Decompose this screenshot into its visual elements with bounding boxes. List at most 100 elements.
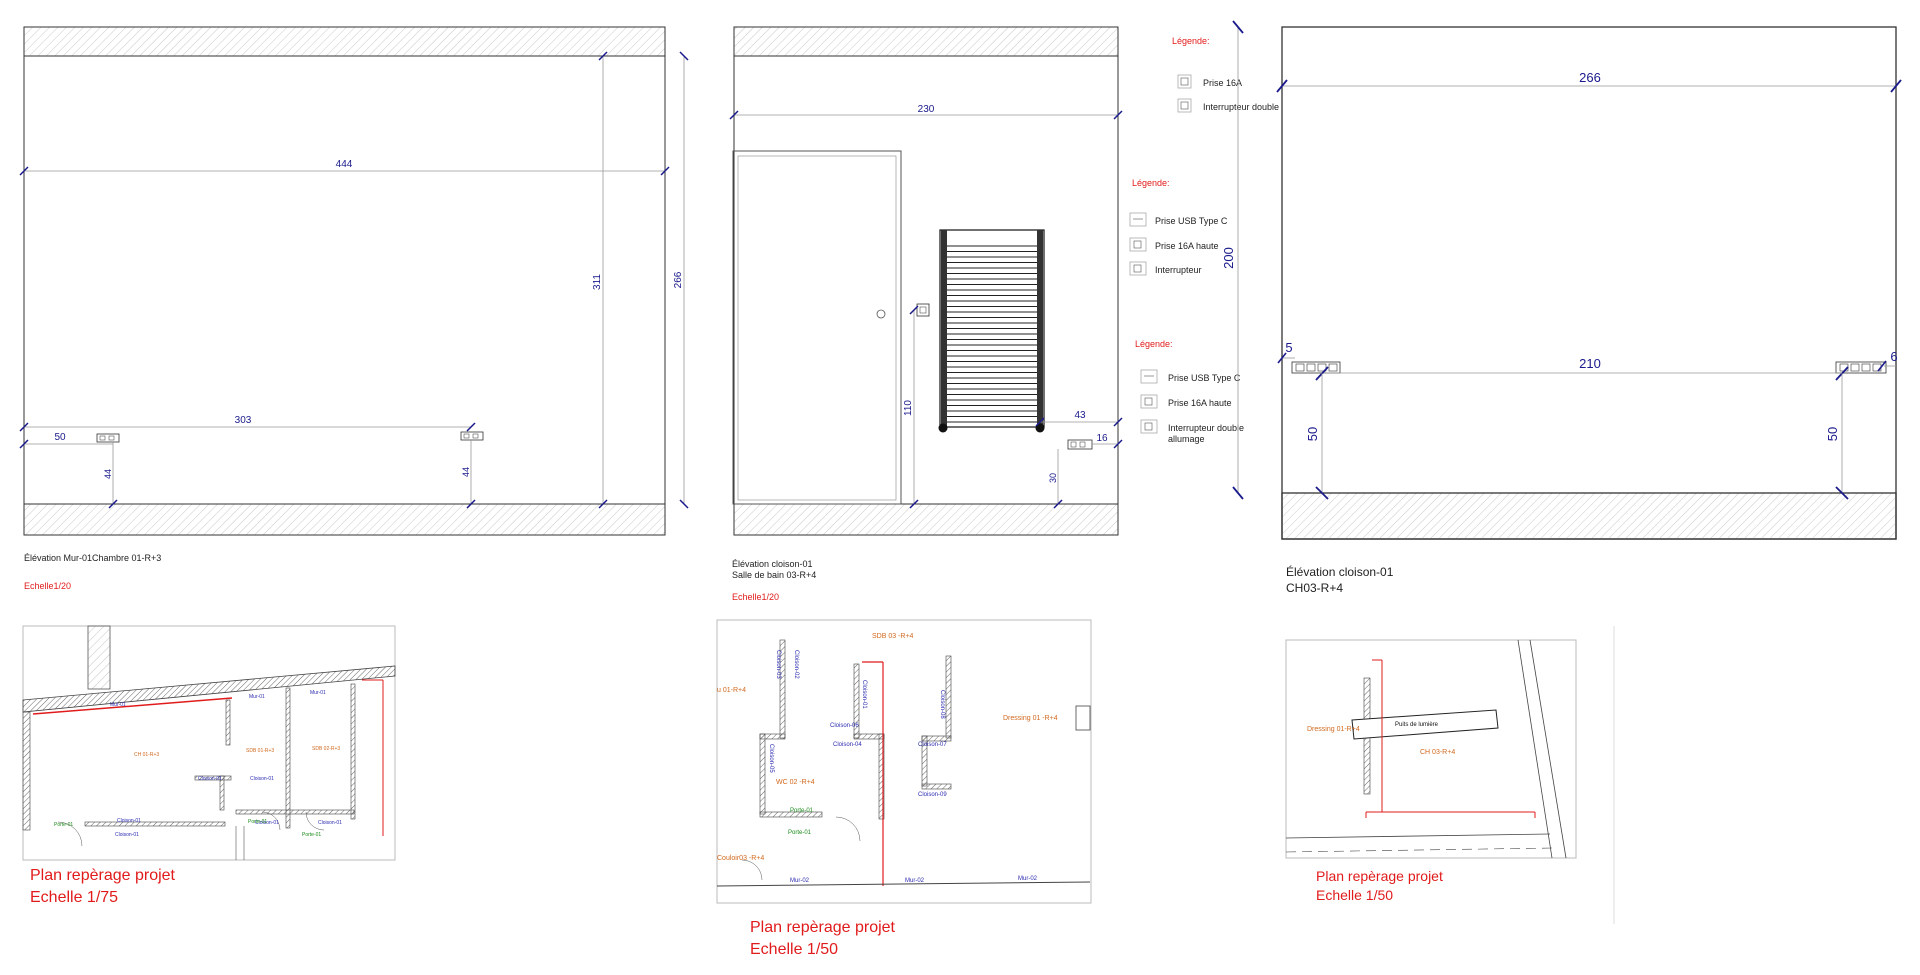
door <box>732 150 902 505</box>
socket-icon <box>1177 74 1192 89</box>
legend-a-item-2: Interrupteur double <box>1203 102 1279 112</box>
plan1-porte-c: Porte-01 <box>302 832 321 838</box>
dim-210: 210 <box>1579 356 1601 371</box>
socket-icon <box>1140 394 1158 409</box>
plan2-c01: Cloison-01 <box>861 680 867 709</box>
socket-icon <box>1129 237 1147 252</box>
dim-230: 230 <box>918 104 935 115</box>
plan3-dressing: Dressing 01-R+4 <box>1307 726 1360 733</box>
scale-label-1: Echelle1/20 <box>24 581 71 591</box>
legend-c-title: Légende: <box>1135 339 1173 349</box>
plan3-puits: Puits de lumière <box>1395 722 1439 728</box>
plan2-porte-a: Porte-01 <box>790 808 814 814</box>
door-handle-icon <box>876 309 886 319</box>
legend-c-item-4: allumage <box>1168 434 1205 444</box>
plan1-room-a: CH 01-R+3 <box>134 752 159 758</box>
legend-b-item-3: Interrupteur <box>1155 265 1202 275</box>
plan1-c5: Cloison-01 <box>255 820 279 826</box>
plan-scale-3: Echelle 1/50 <box>1316 887 1393 903</box>
legend-b-item-1: Prise USB Type C <box>1155 216 1228 226</box>
elevation-panel-3: 266 200 5 6 210 <box>1221 20 1902 595</box>
plan1-mur-a: Mur-01 <box>110 702 126 708</box>
switch-icon <box>916 303 930 317</box>
plan2-porte-b: Porte-01 <box>788 830 812 836</box>
legend-c-item-1: Prise USB Type C <box>1168 373 1241 383</box>
dim-444: 444 <box>336 159 353 170</box>
elevation-caption-3b: CH03-R+4 <box>1286 581 1343 595</box>
legend-c-item-2: Prise 16A haute <box>1168 398 1232 408</box>
elevation-caption-1: Élévation Mur-01Chambre 01-R+3 <box>24 553 161 563</box>
plan3-ch: CH 03-R+4 <box>1420 749 1455 756</box>
legend-a-title: Légende: <box>1172 36 1210 46</box>
plan1-c4: Cloison-01 <box>115 832 139 838</box>
plan2-sdb: SDB 03 -R+4 <box>872 633 914 640</box>
double-switch-icon <box>1177 98 1192 113</box>
dim-303: 303 <box>235 415 252 426</box>
dim-50-right-p3: 50 <box>1825 427 1840 441</box>
legend-c: Légende: Prise USB Type C Prise 16A haut… <box>1135 339 1244 444</box>
location-plan-2: SDB 03 -R+4 u 01-R+4 Dressing 01 -R+4 WC… <box>716 619 1092 958</box>
legend-b: Légende: Prise USB Type C Prise 16A haut… <box>1129 178 1228 276</box>
plan1-mur-c: Mur-01 <box>310 690 326 696</box>
plan-scale-2: Echelle 1/50 <box>750 941 838 958</box>
plan1-c3: Cloison-01 <box>117 818 141 824</box>
dim-43: 43 <box>1074 410 1086 421</box>
dim-16: 16 <box>1096 433 1108 444</box>
plan1-c6: Cloison-01 <box>318 820 342 826</box>
plan2-wc: WC 02 -R+4 <box>776 779 815 786</box>
plan2-couloir: Couloir03 -R+4 <box>717 855 764 862</box>
elevation-caption-2b: Salle de bain 03-R+4 <box>732 570 816 580</box>
dim-30: 30 <box>1048 473 1058 483</box>
dim-50: 50 <box>54 432 66 443</box>
double-switch-icon <box>1140 419 1158 434</box>
plan1-room-c: SDB 02-R+3 <box>312 746 340 752</box>
dim-6: 6 <box>1890 349 1897 364</box>
plan2-dressing: Dressing 01 -R+4 <box>1003 715 1058 722</box>
plan1-room-b: SDB 01-R+3 <box>246 748 274 754</box>
plan-scale-1: Echelle 1/75 <box>30 889 118 906</box>
elevation-caption-3a: Élévation cloison-01 <box>1286 564 1394 579</box>
legend-b-title: Légende: <box>1132 178 1170 188</box>
plan2-mur-a: Mur-02 <box>790 878 810 884</box>
towel-radiator <box>938 229 1045 433</box>
plan2-c04: Cloison-04 <box>833 742 862 748</box>
plan1-c2: Cloison-01 <box>250 776 274 782</box>
elevation-panel-2: 230 110 43 16 30 <box>729 26 1123 602</box>
dim-44-left: 44 <box>103 469 113 479</box>
dim-311: 311 <box>592 274 603 290</box>
dim-50-left-p3: 50 <box>1305 427 1320 441</box>
plan2-c08: Cloison-08 <box>939 690 945 719</box>
switch-icon <box>1129 261 1147 276</box>
plan-title-2: Plan repèrage projet <box>750 919 896 936</box>
plan1-c1: Cloison-01 <box>198 776 222 782</box>
socket-icon <box>96 433 120 443</box>
plan2-mur-b: Mur-02 <box>905 878 925 884</box>
legend-a: Légende: Prise 16A Interrupteur double <box>1172 36 1279 113</box>
dim-44-right: 44 <box>461 467 471 477</box>
plan2-c06: Cloison-06 <box>830 723 859 729</box>
elevation-panel-1: 444 311 266 303 50 44 44 Élévation Mu <box>19 26 689 591</box>
legend-a-item-1: Prise 16A <box>1203 78 1242 88</box>
dim-266-p3: 266 <box>1579 70 1601 85</box>
plan1-mur-b: Mur-01 <box>249 694 265 700</box>
plan2-c02: Cloison-02 <box>793 650 799 679</box>
plan-title-3: Plan repèrage projet <box>1316 868 1443 884</box>
plan-title-1: Plan repèrage projet <box>30 867 176 884</box>
legend-b-item-2: Prise 16A haute <box>1155 241 1219 251</box>
dim-200: 200 <box>1221 247 1236 269</box>
plan2-c07: Cloison-07 <box>918 742 947 748</box>
dim-266: 266 <box>673 271 684 288</box>
dim-5: 5 <box>1285 340 1292 355</box>
plan2-c03: Cloison-03 <box>775 650 781 679</box>
dim-110: 110 <box>903 400 914 416</box>
scale-label-2: Echelle1/20 <box>732 592 779 602</box>
location-plan-1: CH 01-R+3 SDB 01-R+3 SDB 02-R+3 Mur-01 M… <box>22 625 396 906</box>
plan1-porte-a: Porte-01 <box>54 822 73 828</box>
plan2-c05: Cloison-05 <box>768 744 774 773</box>
plan2-mur-c: Mur-02 <box>1018 876 1038 882</box>
location-plan-3: Puits de lumière Dressing 01-R+4 CH 03-R… <box>1285 626 1615 924</box>
plan1-porte-b: Porte-01 <box>248 819 267 825</box>
plan2-room-left: u 01-R+4 <box>717 687 746 694</box>
socket-icon <box>460 431 484 441</box>
